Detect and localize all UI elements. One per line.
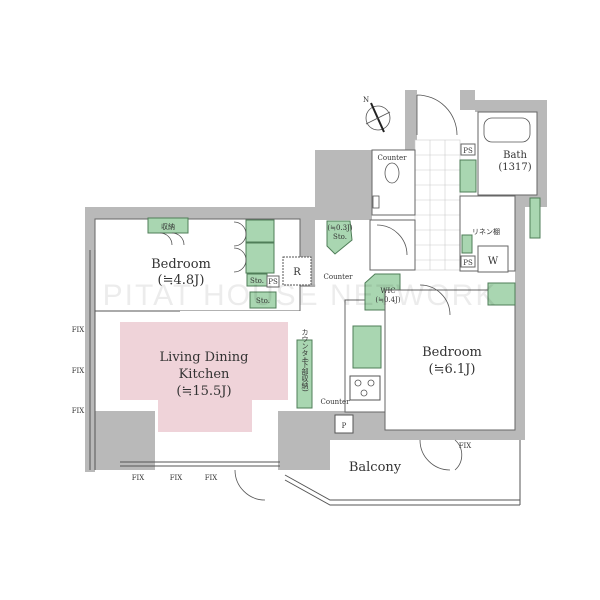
bedroom-1-wardrobe-top [245, 219, 275, 243]
fix-label: FIX [72, 407, 85, 415]
kitchen-counter-label: カウンター [301, 329, 309, 364]
pipe-label: P [342, 422, 347, 430]
washer-space [477, 245, 509, 273]
bedroom-1-ps [266, 275, 280, 288]
pipe-space [334, 414, 354, 434]
storage-small-size: (≒0.3J) [327, 224, 353, 232]
bath-size: (1317) [498, 162, 531, 173]
bedroom-2-label: Bedroom [422, 345, 482, 360]
vanity [529, 197, 541, 239]
refrigerator-space [282, 256, 312, 286]
kitchen-counter-note: (下部収納) [301, 358, 309, 392]
hallway-tiles [414, 139, 461, 271]
ps-label: PS [268, 278, 278, 286]
stove [349, 375, 381, 401]
bedroom-1-size: (≒4.8J) [158, 273, 205, 288]
balcony-label: Balcony [349, 460, 402, 475]
balcony-railing [120, 440, 521, 506]
counter-kitchen-label: Counter [321, 398, 351, 406]
bedroom-1-wardrobe-bottom [245, 242, 275, 274]
kitchen-counter [296, 339, 313, 409]
north-compass-icon [365, 102, 391, 133]
fix-label: FIX [205, 474, 218, 482]
fix-label: FIX [72, 367, 85, 375]
bedroom-2-closet [487, 282, 516, 306]
storage-small-label: Sto. [333, 233, 347, 241]
bedroom-1-storage-2 [249, 291, 277, 309]
ldk-size: (≒15.5J) [176, 384, 231, 399]
ldk-label-2: Kitchen [179, 367, 230, 382]
wic-size: (≒0.4J) [375, 296, 401, 304]
wic-label: WIC [380, 287, 395, 295]
ldk-area [120, 322, 288, 432]
fix-label: FIX [132, 474, 145, 482]
bedroom-2-size: (≒6.1J) [429, 362, 476, 377]
ps-wash [460, 255, 476, 268]
storage-2-label: Sto. [256, 297, 270, 305]
north-label: N [363, 96, 369, 104]
counter-hall-label: Counter [324, 273, 354, 281]
toilet-counter-label: Counter [378, 154, 408, 162]
kitchen-sink [352, 325, 382, 369]
linen-shelf [461, 234, 473, 254]
bedroom-1-label: Bedroom [151, 257, 211, 272]
shoe-cabinet [459, 159, 477, 193]
fix-label: FIX [72, 326, 85, 334]
bath-label: Bath [503, 150, 527, 161]
watermark: PITAT HOUSE NETWORK [103, 279, 498, 312]
bedroom-1-closet [147, 217, 189, 234]
refrigerator-label: R [293, 267, 301, 278]
closet-label: 収納 [161, 222, 175, 231]
fix-label: FIX [459, 442, 472, 450]
walls [85, 90, 547, 472]
ps-wash-label: PS [463, 259, 473, 267]
ps-top-label: PS [463, 147, 473, 155]
storage-small [326, 220, 353, 255]
ldk-label-1: Living Dining [160, 350, 249, 365]
bath [477, 111, 538, 196]
linen-label: リネン棚 [472, 227, 500, 236]
storage-1-label: Sto. [250, 277, 264, 285]
ps-top [460, 143, 476, 156]
washer-label: W [488, 256, 499, 267]
fix-label: FIX [170, 474, 183, 482]
